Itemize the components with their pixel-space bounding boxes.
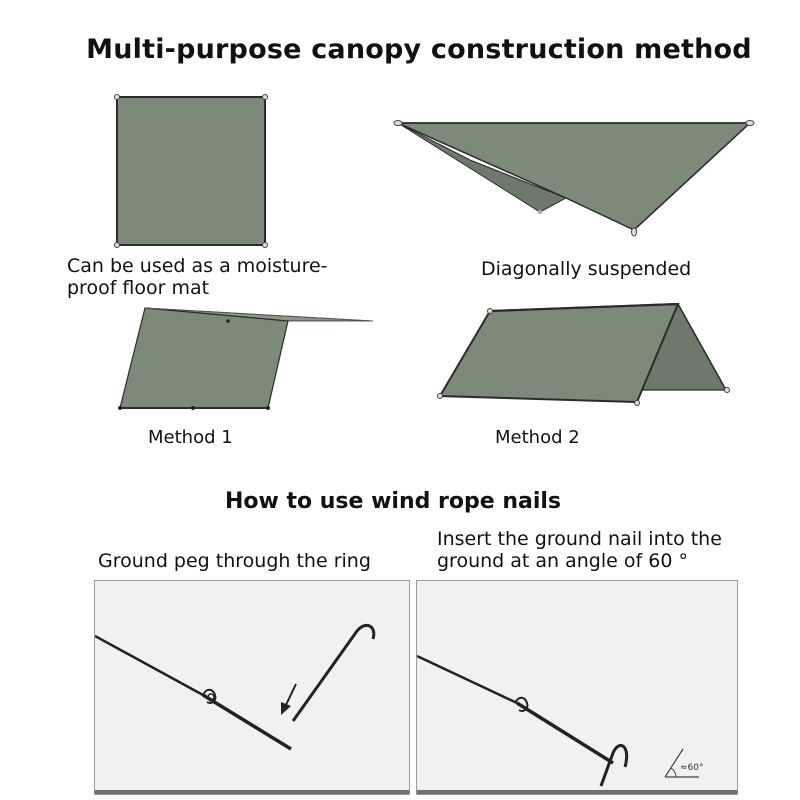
step-2-caption-line2: ground at an angle of 60 ° — [437, 550, 688, 572]
floor-mat-caption-line1: Can be used as a moisture- — [67, 255, 328, 277]
floor-mat-illustration — [114, 94, 268, 248]
method-1-caption: Method 1 — [148, 427, 233, 448]
method-2-caption: Method 2 — [495, 427, 580, 448]
canopy-illustrations — [114, 94, 755, 410]
main-title: Multi-purpose canopy construction method — [86, 34, 752, 65]
floor-mat-caption: Can be used as a moisture- proof floor m… — [67, 255, 367, 299]
angle-insertion-illustration — [417, 654, 737, 794]
angle-insertion-panel: ≈60° — [416, 580, 738, 795]
wind-rope-title: How to use wind rope nails — [224, 489, 562, 514]
step-2-caption: Insert the ground nail into the ground a… — [437, 528, 797, 572]
method-2-illustration — [437, 302, 730, 406]
method-1-illustration — [118, 307, 374, 410]
step-1-caption: Ground peg through the ring — [98, 550, 371, 572]
angle-label: ≈60° — [680, 763, 704, 773]
peg-through-ring-panel — [94, 580, 410, 795]
floor-mat-caption-line2: proof floor mat — [67, 277, 210, 299]
peg-through-ring-illustration — [95, 623, 409, 794]
diagonal-suspended-illustration — [393, 120, 755, 237]
step-2-caption-line1: Insert the ground nail into the — [437, 528, 722, 550]
diagonal-caption: Diagonally suspended — [481, 258, 692, 280]
